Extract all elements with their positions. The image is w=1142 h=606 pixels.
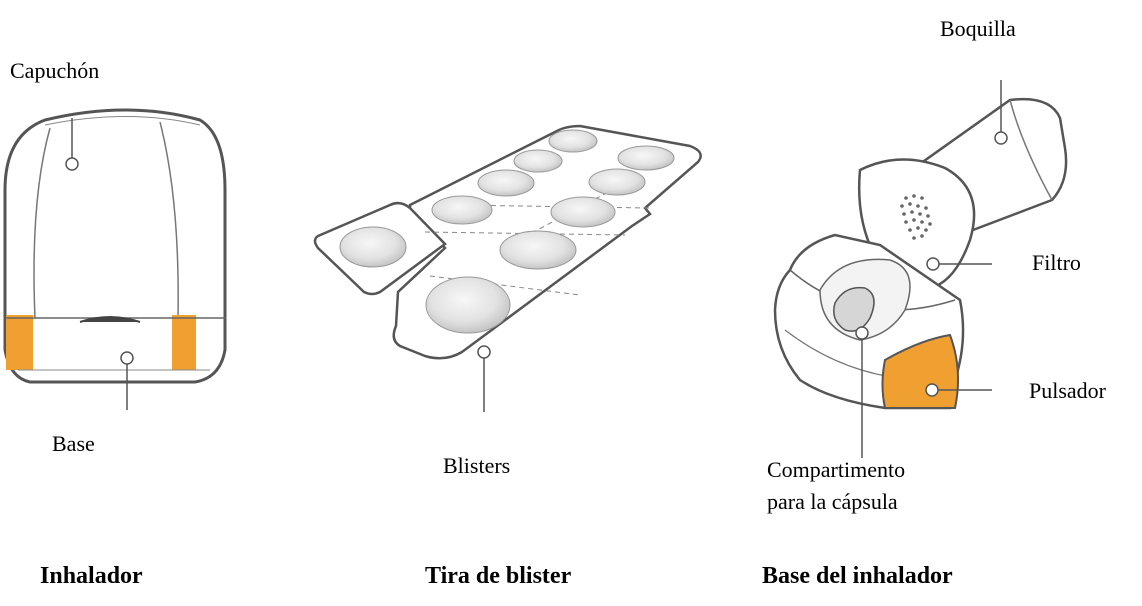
blister-dome [513,149,563,173]
pulsador-leader-dot [925,383,939,397]
inhaler-band-left-accent [6,315,33,370]
caption-base-del-inhalador: Base del inhalador [762,563,953,589]
inhaler-cap-inner-curve-right [159,121,179,319]
filtro-leader-dot [926,257,940,271]
blister-perforation-line [454,204,651,209]
blister-dome [425,276,511,334]
blister-strip-illustration [313,124,702,412]
base-leader-dot [120,351,134,365]
blister-perforation-line [429,275,581,296]
filter-mesh [900,194,932,240]
label-boquilla: Boquilla [940,16,1016,41]
boquilla-leader-dot [994,131,1008,145]
blister-dome [588,168,646,196]
label-filtro: Filtro [1032,250,1081,275]
label-base: Base [52,431,95,456]
caption-inhalador: Inhalador [40,563,143,589]
inhaler-band-notch [79,316,141,323]
mouthpiece-tube-edge [1009,99,1053,201]
capsule-chamber-slot [833,286,875,332]
blister-dome [617,145,675,171]
closed-inhaler-illustration [3,108,227,410]
caption-tira-de-blister: Tira de blister [425,563,572,589]
inhaler-band-right-accent [172,315,196,370]
blister-dome [339,226,407,268]
blister-dome [499,230,577,270]
label-compartimento-line1: Compartimento [767,457,906,482]
blisters-leader-dot [477,345,491,359]
inhaler-cap-top-ridge [44,116,201,126]
blister-dome [548,129,598,153]
open-inhaler-illustration [773,80,1068,458]
blister-dome [431,195,493,225]
blister-dome [477,169,535,197]
inhaler-body-outline [3,108,227,384]
label-pulsador: Pulsador [1029,378,1106,403]
label-blisters: Blisters [443,453,511,478]
capuchon-leader-dot [65,157,79,171]
blister-domes [339,129,675,334]
blister-dome [550,196,616,228]
compartimento-leader-dot [855,326,869,340]
label-capuchon: Capuchón [10,58,100,83]
label-compartimento-line2: para la cápsula [767,489,898,514]
inhaler-cap-inner-curve-left [33,127,51,319]
